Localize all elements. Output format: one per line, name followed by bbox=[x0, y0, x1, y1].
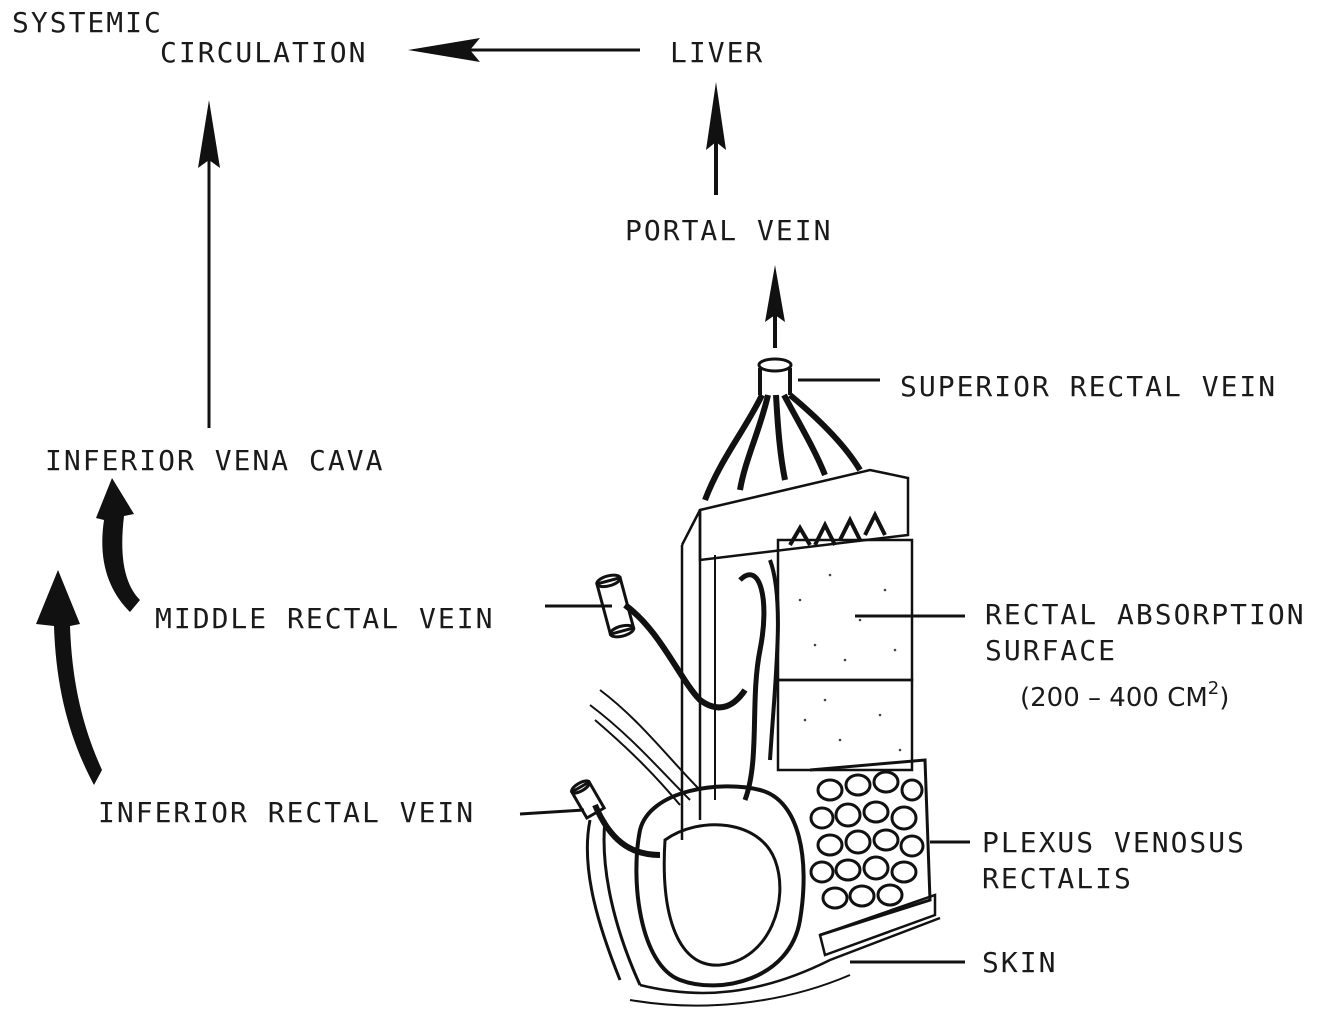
liver-to-circulation-arrow bbox=[408, 38, 640, 62]
inferior-rectal-curved-arrow bbox=[36, 570, 102, 785]
middle-rectal-vein-label: MIDDLE RECTAL VEIN bbox=[155, 602, 494, 635]
liver-label: LIVER bbox=[670, 36, 764, 69]
inferior-rectal-leader bbox=[520, 810, 584, 814]
portal-vein-label: PORTAL VEIN bbox=[625, 214, 832, 247]
rectum-illustration bbox=[570, 359, 940, 1006]
inferior-vena-cava-label: INFERIOR VENA CAVA bbox=[45, 444, 384, 477]
superior-rectal-vein-label: SUPERIOR RECTAL VEIN bbox=[900, 370, 1277, 403]
vena-cava-to-circulation-arrow bbox=[198, 100, 220, 428]
superior-to-portal-arrow bbox=[765, 265, 785, 348]
skin-label: SKIN bbox=[982, 946, 1057, 979]
middle-rectal-curved-arrow bbox=[96, 478, 140, 612]
rectal-absorption-label-line2: SURFACE bbox=[985, 634, 1117, 667]
absorption-area-label: (200 – 400 CM2) bbox=[1020, 678, 1229, 713]
plexus-venosus-label-line1: PLEXUS VENOSUS bbox=[982, 826, 1246, 859]
systemic-label: SYSTEMIC bbox=[12, 6, 163, 39]
plexus-venosus-label-line2: RECTALIS bbox=[982, 862, 1133, 895]
inferior-rectal-vein-label: INFERIOR RECTAL VEIN bbox=[98, 796, 475, 829]
circulation-label: CIRCULATION bbox=[160, 36, 367, 69]
portal-to-liver-arrow bbox=[706, 82, 726, 195]
rectal-absorption-label-line1: RECTAL ABSORPTION bbox=[985, 598, 1306, 631]
